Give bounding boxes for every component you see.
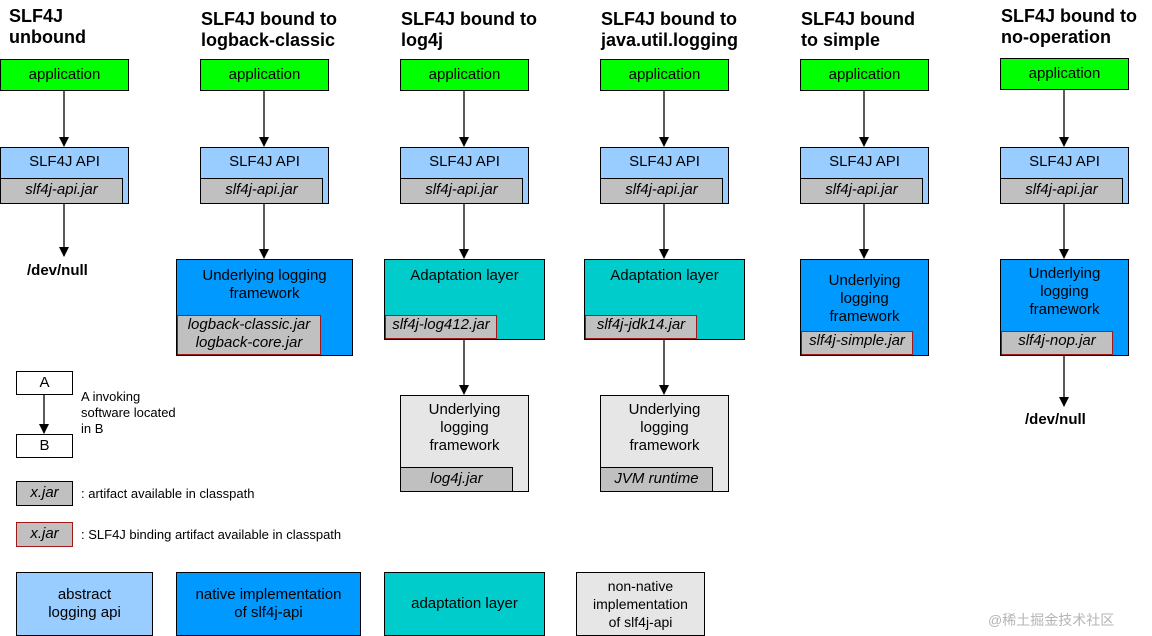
column-title-jul: SLF4J bound to java.util.logging (601, 9, 739, 50)
framework-label-simple: Underlying logging framework (828, 272, 901, 325)
slf4j-api-box-simple: SLF4J API slf4j-api.jar (800, 147, 929, 204)
adaptation-jar-log4j: slf4j-log412.jar (385, 315, 497, 339)
legend-non-native-implementation: non-native implementation of slf4j-api (576, 572, 705, 636)
column-title-simple: SLF4J bound to simple (801, 9, 915, 50)
api-jar-log4j: slf4j-api.jar (400, 178, 523, 204)
api-jar-unbound: slf4j-api.jar (0, 178, 123, 204)
slf4j-api-box-log4j: SLF4J API slf4j-api.jar (400, 147, 529, 204)
application-box-logback: application (200, 59, 329, 91)
framework-label-jul: Underlying logging framework (628, 401, 701, 454)
framework-box-logback: Underlying logging framework logback-cla… (176, 259, 353, 356)
devnull-unbound: /dev/null (27, 262, 88, 279)
slf4j-api-box-logback: SLF4J API slf4j-api.jar (200, 147, 329, 204)
slf4j-api-label: SLF4J API (429, 153, 500, 170)
slf4j-api-label: SLF4J API (629, 153, 700, 170)
adaptation-box-jul: Adaptation layer slf4j-jdk14.jar (584, 259, 745, 340)
legend-adaptation-layer: adaptation layer (384, 572, 545, 636)
framework-box-jul: Underlying logging framework JVM runtime (600, 395, 729, 492)
legend-abstract-api: abstract logging api (16, 572, 153, 636)
application-box-simple: application (800, 59, 929, 91)
adaptation-label-jul: Adaptation layer (610, 267, 719, 284)
framework-box-nop: Underlying logging framework slf4j-nop.j… (1000, 259, 1129, 356)
api-jar-nop: slf4j-api.jar (1000, 178, 1123, 204)
legend-binding-jar: x.jar (16, 522, 73, 547)
framework-label-logback: Underlying logging framework (202, 267, 327, 302)
devnull-nop: /dev/null (1025, 411, 1086, 428)
framework-jar-nop: slf4j-nop.jar (1001, 331, 1113, 355)
api-jar-jul: slf4j-api.jar (600, 178, 723, 204)
application-box-log4j: application (400, 59, 529, 91)
legend-node-a: A (16, 371, 73, 395)
framework-jar-log4j: log4j.jar (400, 467, 513, 492)
legend-native-implementation: native implementation of slf4j-api (176, 572, 361, 636)
slf4j-api-label: SLF4J API (29, 153, 100, 170)
slf4j-api-label: SLF4J API (229, 153, 300, 170)
legend-artifact-text: : artifact available in classpath (81, 486, 255, 501)
framework-label-nop: Underlying logging framework (1028, 265, 1101, 318)
slf4j-api-label: SLF4J API (829, 153, 900, 170)
legend-invoking-text: A invoking software located in B (81, 389, 176, 436)
application-box-unbound: application (0, 59, 129, 91)
column-title-logback: SLF4J bound to logback-classic (201, 9, 337, 50)
framework-label-log4j: Underlying logging framework (428, 401, 501, 454)
slf4j-api-box-nop: SLF4J API slf4j-api.jar (1000, 147, 1129, 204)
column-title-unbound: SLF4J unbound (9, 6, 86, 47)
application-box-nop: application (1000, 58, 1129, 90)
slf4j-api-box-jul: SLF4J API slf4j-api.jar (600, 147, 729, 204)
framework-jar-jul: JVM runtime (600, 467, 713, 492)
column-title-nop: SLF4J bound to no-operation (1001, 6, 1137, 47)
framework-box-simple: Underlying logging framework slf4j-simpl… (800, 259, 929, 356)
adaptation-label-log4j: Adaptation layer (410, 267, 519, 284)
legend-node-b: B (16, 434, 73, 458)
api-jar-logback: slf4j-api.jar (200, 178, 323, 204)
application-box-jul: application (600, 59, 729, 91)
legend-binding-text: : SLF4J binding artifact available in cl… (81, 527, 342, 542)
framework-jar-simple: slf4j-simple.jar (801, 331, 913, 355)
framework-jar-logback: logback-classic.jar logback-core.jar (177, 315, 321, 355)
api-jar-simple: slf4j-api.jar (800, 178, 923, 204)
adaptation-jar-jul: slf4j-jdk14.jar (585, 315, 697, 339)
watermark: @稀土掘金技术社区 (988, 612, 1115, 628)
slf4j-api-box-unbound: SLF4J API slf4j-api.jar (0, 147, 129, 204)
slf4j-api-label: SLF4J API (1029, 153, 1100, 170)
framework-box-log4j: Underlying logging framework log4j.jar (400, 395, 529, 492)
adaptation-box-log4j: Adaptation layer slf4j-log412.jar (384, 259, 545, 340)
column-title-log4j: SLF4J bound to log4j (401, 9, 537, 50)
legend-artifact-jar: x.jar (16, 481, 73, 506)
